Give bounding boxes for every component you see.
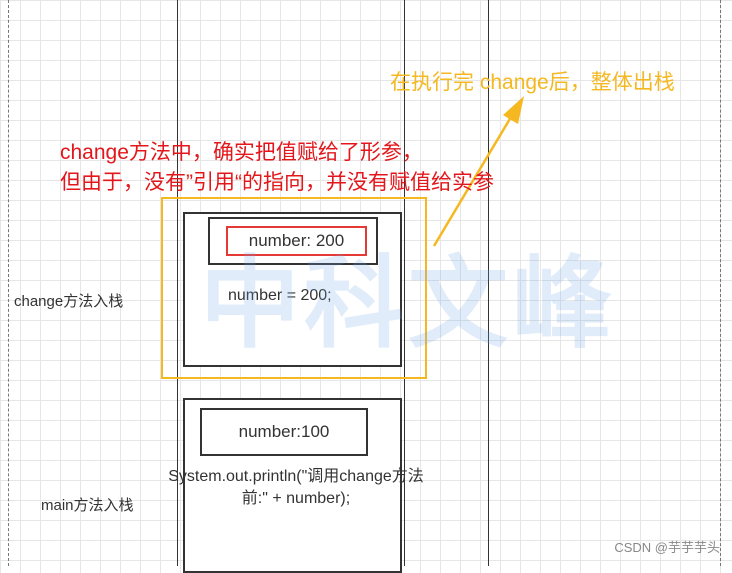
main-variable-box: number:100: [200, 408, 368, 456]
exit-note: 在执行完 change后，整体出栈: [390, 71, 675, 94]
param-highlight: number: 200: [226, 226, 367, 256]
dashed-guide-right: [720, 0, 721, 566]
main-variable: number:100: [238, 422, 330, 441]
main-stack-label: main方法入栈: [41, 497, 134, 514]
stack-left-border: [177, 0, 178, 566]
watermark: 中科文峰: [200, 245, 616, 362]
explanation-line-2: 但由于，没有”引用“的指向，并没有赋值给实参: [60, 171, 494, 194]
println-line-2: 前:" + number);: [241, 490, 351, 507]
assignment-statement: number = 200;: [228, 287, 332, 304]
change-param-box: [208, 217, 378, 265]
explanation-line-1: change方法中，确实把值赋给了形参，: [60, 141, 423, 164]
outer-right-border: [488, 0, 489, 566]
dashed-guide-left: [8, 0, 9, 566]
change-frame-highlight: [161, 197, 427, 379]
stack-right-border: [404, 0, 405, 566]
credit-text: CSDN @芋芋芋头: [614, 540, 720, 555]
change-stack-label: change方法入栈: [14, 293, 124, 310]
param-value: number: 200: [248, 231, 345, 250]
println-line-1: System.out.println("调用change方法: [168, 468, 424, 485]
